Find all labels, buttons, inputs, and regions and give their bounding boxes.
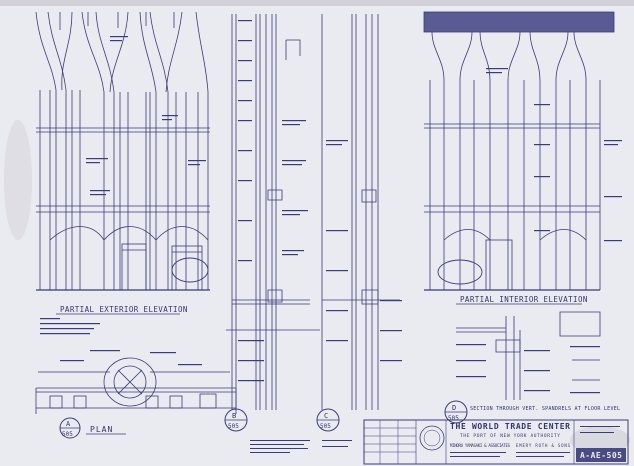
title-block: [363, 419, 629, 465]
interior-callout-circle: [437, 259, 483, 285]
section-d-notes: [456, 344, 600, 394]
paper-stain: [4, 120, 32, 240]
port-authority-seal: [419, 425, 445, 451]
bubble-c: C 505: [316, 408, 340, 432]
client-name: THE PORT OF NEW YORK AUTHORITY: [460, 433, 560, 439]
detail-callout-circle: [171, 257, 209, 283]
interior-elevation: [423, 11, 615, 291]
sheet-number: A-AE-505: [580, 451, 622, 460]
bubble-b-letter: B: [232, 412, 236, 420]
interior-elevation-title: PARTIAL INTERIOR ELEVATION: [460, 295, 588, 304]
exterior-elevation: [35, 11, 210, 291]
paper-edge-top: [0, 0, 634, 6]
project-title: THE WORLD TRADE CENTER: [450, 422, 570, 431]
bubble-c-letter: C: [324, 412, 328, 420]
bubble-d-sheet: 505: [448, 415, 459, 422]
bubble-b: B 505: [224, 408, 248, 432]
bubble-d-letter: D: [452, 404, 456, 412]
section-c: [321, 14, 400, 410]
section-d: [456, 311, 601, 400]
revision-stamp: [250, 440, 352, 453]
exterior-elevation-title: PARTIAL EXTERIOR ELEVATION: [60, 305, 188, 314]
architect-name-1: MINORU YAMASAKI & ASSOCIATES: [450, 443, 511, 448]
bubble-c-sheet: 505: [320, 423, 331, 430]
architect-name-2: EMERY ROTH & SONS: [516, 443, 571, 448]
title-block-notes: [450, 426, 620, 457]
bubble-a-sheet: 505: [62, 431, 73, 438]
bubble-a-letter: A: [66, 420, 71, 428]
section-b: [226, 14, 320, 410]
elevation-notes: [86, 36, 206, 196]
plan-callout-circle: [103, 357, 157, 407]
section-d-title: SECTION THROUGH VERT. SPANDRELS AT FLOOR…: [470, 406, 620, 412]
interior-notes: [486, 68, 622, 242]
bubble-d: D 505: [444, 400, 468, 424]
plan-title: PLAN: [90, 425, 113, 434]
bubble-a: A 505: [59, 417, 81, 439]
bubble-b-sheet: 505: [228, 423, 239, 430]
section-b-notes: [238, 20, 308, 382]
section-c-notes: [326, 140, 402, 362]
plan-notes: [60, 350, 202, 366]
note-block: [40, 318, 100, 335]
